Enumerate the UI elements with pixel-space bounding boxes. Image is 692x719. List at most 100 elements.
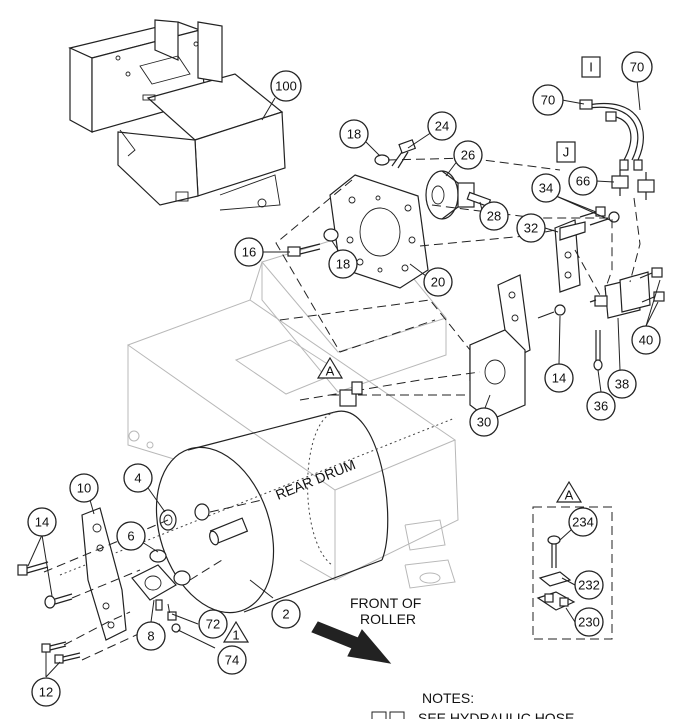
- notes-heading: NOTES:: [422, 690, 474, 706]
- svg-text:8: 8: [147, 629, 154, 644]
- rear-drum-label: REAR DRUM: [273, 456, 358, 503]
- svg-text:30: 30: [477, 415, 491, 430]
- part-8-flange: [131, 564, 177, 611]
- svg-text:32: 32: [524, 221, 538, 236]
- svg-text:16: 16: [242, 245, 256, 260]
- callout-6: 6: [116, 521, 146, 551]
- svg-text:70: 70: [541, 93, 555, 108]
- callout-12: 12: [31, 677, 61, 707]
- callout-38: 38: [607, 369, 637, 399]
- part-18-washer-lower: [323, 228, 339, 242]
- svg-text:10: 10: [77, 481, 91, 496]
- callout-2: 2: [271, 599, 301, 629]
- svg-text:J: J: [563, 145, 570, 160]
- front-label-line1: FRONT OF: [350, 595, 421, 611]
- svg-text:20: 20: [431, 275, 445, 290]
- svg-text:4: 4: [134, 471, 141, 486]
- svg-text:14: 14: [35, 515, 49, 530]
- sensor-a: [339, 381, 363, 407]
- callout-10: 10: [69, 473, 99, 503]
- svg-text:100: 100: [275, 79, 297, 94]
- note-text: SEE HYDRAULIC HOSE: [418, 710, 574, 719]
- callout-24: 24: [427, 111, 457, 141]
- part-24-bolt: [391, 139, 417, 169]
- ghost-frame: [126, 227, 459, 589]
- part-30-bracket: [469, 274, 531, 421]
- part-16-bolt: [287, 243, 321, 257]
- svg-text:232: 232: [578, 578, 600, 593]
- callout-16: 16: [234, 237, 264, 267]
- callout-36: 36: [586, 391, 616, 421]
- part-100-frame: [68, 19, 286, 211]
- svg-text:18: 18: [336, 257, 350, 272]
- callout-28: 28: [479, 201, 509, 231]
- part-10-plate: [81, 507, 127, 641]
- svg-text:72: 72: [206, 617, 220, 632]
- flag-j: J: [556, 141, 576, 163]
- callout-26: 26: [453, 140, 483, 170]
- svg-text:234: 234: [572, 515, 594, 530]
- part-40-bolts: [639, 267, 665, 303]
- callout-230: 230: [574, 607, 604, 637]
- part-18-washer: [374, 154, 390, 166]
- callout-100: 100: [270, 70, 302, 102]
- callout-72: 72: [198, 609, 228, 639]
- svg-text:I: I: [589, 60, 593, 75]
- leader-lines: [27, 79, 661, 678]
- callout-8: 8: [136, 621, 166, 651]
- front-direction-arrow: [311, 621, 392, 664]
- svg-text:A: A: [565, 488, 574, 503]
- part-14-bolt-upper: [537, 304, 566, 319]
- callout-14-upper: 14: [544, 363, 574, 393]
- svg-text:26: 26: [461, 148, 475, 163]
- callout-70-right: 70: [621, 51, 653, 83]
- note-1-marker: 1: [222, 620, 250, 643]
- svg-text:36: 36: [594, 399, 608, 414]
- svg-text:34: 34: [539, 181, 553, 196]
- detail-a-marker: A: [316, 356, 344, 379]
- callout-34: 34: [531, 173, 561, 203]
- detail-a-box: [532, 506, 613, 640]
- svg-text:14: 14: [552, 371, 566, 386]
- part-6-flange: [149, 549, 191, 586]
- callout-234: 234: [568, 507, 598, 537]
- svg-text:40: 40: [639, 333, 653, 348]
- part-32-bracket: [554, 219, 586, 293]
- svg-text:12: 12: [39, 685, 53, 700]
- note-ref-boxes: [371, 711, 405, 719]
- svg-text:24: 24: [435, 119, 449, 134]
- svg-text:230: 230: [578, 615, 600, 630]
- svg-text:66: 66: [576, 174, 590, 189]
- svg-text:A: A: [326, 364, 335, 379]
- callout-74: 74: [217, 645, 247, 675]
- callout-70-left: 70: [532, 84, 564, 116]
- detail-a-title-marker: A: [555, 480, 583, 503]
- callout-232: 232: [574, 570, 604, 600]
- svg-text:1: 1: [232, 628, 239, 643]
- svg-text:6: 6: [127, 529, 134, 544]
- flag-i: I: [581, 56, 601, 78]
- svg-text:38: 38: [615, 377, 629, 392]
- part-26-coupler: [425, 170, 475, 220]
- callout-14-lower: 14: [27, 507, 57, 537]
- callout-66: 66: [568, 166, 598, 196]
- svg-text:70: 70: [630, 60, 644, 75]
- part-38-motor: [589, 271, 651, 319]
- part-14-bolts-lower: [17, 561, 73, 609]
- part-66-fittings: [611, 170, 655, 200]
- callout-18-top: 18: [339, 119, 369, 149]
- front-label-line2: ROLLER: [360, 611, 416, 627]
- callout-40: 40: [631, 325, 661, 355]
- svg-text:18: 18: [347, 127, 361, 142]
- callout-20: 20: [423, 267, 453, 297]
- callout-32: 32: [516, 213, 546, 243]
- callout-4: 4: [123, 463, 153, 493]
- svg-text:74: 74: [225, 653, 239, 668]
- explode-lines: [43, 157, 641, 661]
- svg-text:28: 28: [487, 209, 501, 224]
- part-12-bolts: [41, 641, 81, 664]
- svg-text:2: 2: [282, 607, 289, 622]
- callout-18-lower: 18: [328, 249, 358, 279]
- part-70-hoses: [579, 99, 645, 171]
